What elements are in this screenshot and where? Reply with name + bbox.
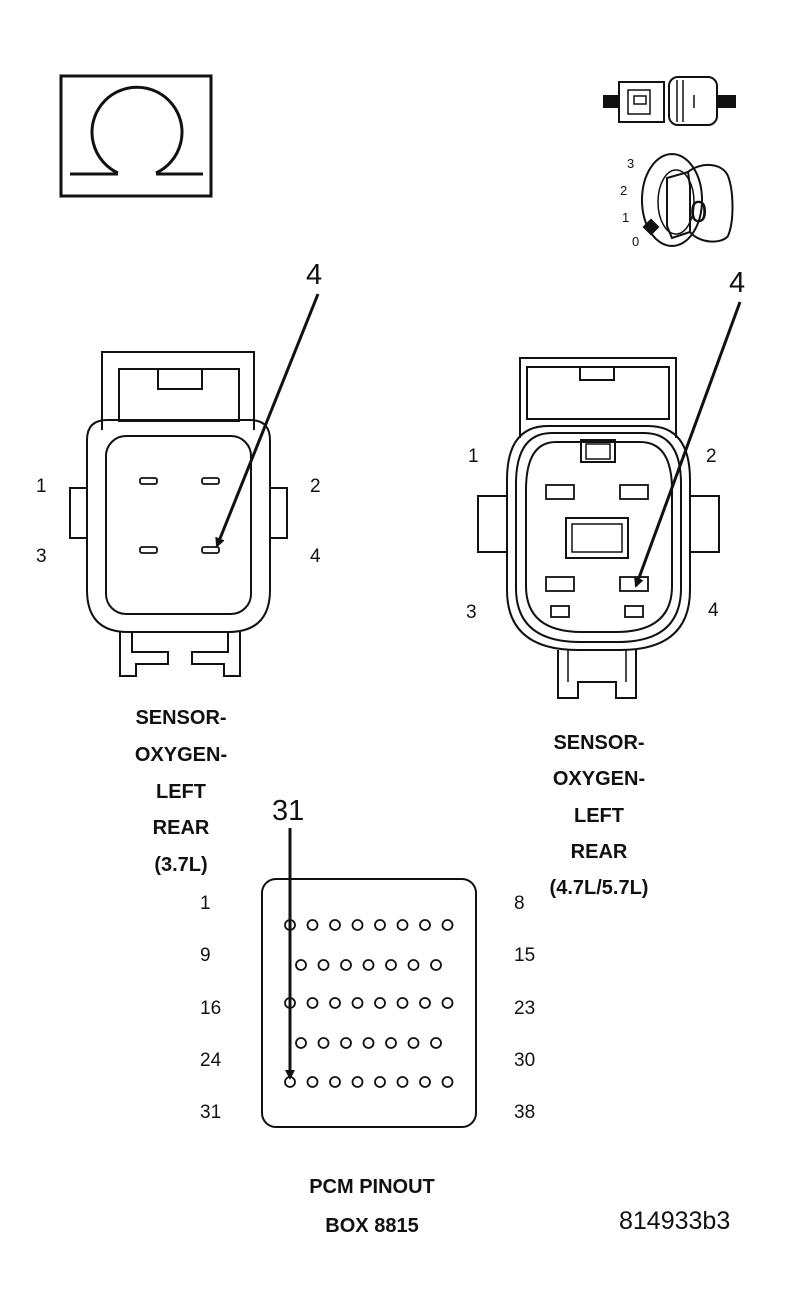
- pcm-row-label-right: 8: [514, 893, 525, 914]
- callout-label-left: 4: [306, 259, 322, 291]
- pin-label-4: 4: [708, 600, 719, 621]
- caption-left-line-5: (3.7L): [154, 854, 207, 876]
- pin-label-4: 4: [310, 546, 321, 567]
- pcm-row-label-right: 15: [514, 945, 535, 966]
- pcm-pin-29: [407, 1037, 420, 1049]
- pcm-pin-15: [430, 959, 442, 971]
- pcm-pin-11: [340, 959, 352, 971]
- callout-label-right: 4: [729, 267, 745, 299]
- pcm-pin-2: [306, 919, 319, 931]
- key-position-1: 1: [622, 210, 629, 225]
- pcm-pin-19: [351, 997, 364, 1009]
- pcm-pin-28: [385, 1037, 397, 1049]
- pcm-row-label-left: 16: [200, 998, 221, 1019]
- pcm-pin-36: [396, 1076, 409, 1088]
- caption-left-line-1: SENSOR-: [135, 707, 226, 729]
- callout-arrow-right: [634, 301, 742, 588]
- pin-label-3: 3: [36, 546, 47, 567]
- pcm-caption: PCM PINOUT BOX 8815: [309, 1176, 435, 1237]
- key-position-0: 0: [632, 234, 639, 249]
- pcm-pin-31: [284, 1076, 296, 1088]
- pcm-pin-17: [306, 997, 319, 1009]
- pcm-row-label-right: 38: [514, 1102, 535, 1123]
- pcm-pin-32: [306, 1076, 319, 1088]
- key-position-label: 0: [690, 194, 707, 229]
- pcm-pin-33: [329, 1076, 341, 1088]
- pcm-pin-18: [329, 997, 341, 1009]
- pin-label-2: 2: [310, 476, 321, 497]
- figure-id: 814933b3: [619, 1207, 730, 1235]
- pcm-row-labels-right: 8 15 23 30 38: [514, 893, 535, 1123]
- caption-right-line-2: OXYGEN-: [553, 768, 645, 790]
- pcm-pin-27: [362, 1037, 375, 1049]
- pcm-pin-5: [374, 919, 386, 931]
- pcm-pinout: 1 9 16 24 31 8 15 23 30 38 31: [200, 795, 535, 1128]
- pcm-pin-22: [419, 997, 431, 1009]
- callout-label-pcm: 31: [272, 795, 304, 827]
- caption-right-line-1: SENSOR-: [553, 732, 644, 754]
- pcm-pin-12: [362, 959, 375, 971]
- pcm-pin-21: [396, 997, 409, 1009]
- pcm-pin-20: [374, 997, 386, 1009]
- connector-right: 1 2 3 4 4: [466, 267, 745, 699]
- pcm-pin-35: [374, 1076, 386, 1088]
- pcm-pin-37: [419, 1076, 431, 1088]
- pcm-pin-9: [295, 959, 307, 971]
- pcm-caption-line-1: PCM PINOUT: [309, 1176, 435, 1198]
- pcm-pin-26: [340, 1037, 352, 1049]
- pcm-pin-13: [385, 959, 397, 971]
- pcm-pin-7: [419, 919, 431, 931]
- key-position-3: 3: [627, 156, 634, 171]
- connector-left: 1 2 3 4 4: [36, 259, 322, 677]
- key-position-2: 2: [620, 183, 627, 198]
- pcm-pin-38: [441, 1076, 454, 1088]
- pcm-pin-30: [430, 1037, 442, 1049]
- pcm-pin-3: [329, 919, 341, 931]
- pin-label-1: 1: [468, 446, 479, 467]
- caption-left: SENSOR- OXYGEN- LEFT REAR (3.7L): [135, 707, 227, 876]
- callout-arrow-left: [215, 293, 320, 548]
- ignition-key-icon: 3 2 1 0 0: [620, 153, 734, 249]
- pcm-row-label-left: 31: [200, 1102, 221, 1123]
- pcm-pin-10: [317, 959, 330, 971]
- pcm-pin-24: [295, 1037, 307, 1049]
- pcm-row-label-left: 9: [200, 945, 211, 966]
- pcm-caption-line-2: BOX 8815: [325, 1215, 418, 1237]
- pcm-pin-4: [351, 919, 364, 931]
- caption-right-line-4: REAR: [571, 841, 628, 863]
- caption-right-line-3: LEFT: [574, 805, 624, 827]
- caption-left-line-4: REAR: [153, 817, 210, 839]
- caption-right: SENSOR- OXYGEN- LEFT REAR (4.7L/5.7L): [550, 732, 649, 899]
- pcm-row-labels-left: 1 9 16 24 31: [200, 893, 222, 1123]
- pcm-row-label-left: 24: [200, 1050, 222, 1071]
- disconnect-connector-icon: [603, 76, 736, 126]
- caption-left-line-2: OXYGEN-: [135, 744, 227, 766]
- caption-right-line-5: (4.7L/5.7L): [550, 877, 649, 899]
- pin-label-3: 3: [466, 602, 477, 623]
- caption-left-line-3: LEFT: [156, 781, 206, 803]
- pin-label-2: 2: [706, 446, 717, 467]
- pcm-row-label-right: 23: [514, 998, 535, 1019]
- pcm-row-label-left: 1: [200, 893, 211, 914]
- pcm-pin-8: [441, 919, 454, 931]
- pin-label-1: 1: [36, 476, 47, 497]
- pcm-pin-grid: [284, 919, 454, 1088]
- ohm-icon: [59, 74, 213, 198]
- pcm-pin-23: [441, 997, 454, 1009]
- pcm-pin-34: [351, 1076, 364, 1088]
- pcm-pin-25: [317, 1037, 330, 1049]
- pcm-pin-6: [396, 919, 409, 931]
- pcm-pin-14: [407, 959, 420, 971]
- pcm-row-label-right: 30: [514, 1050, 535, 1071]
